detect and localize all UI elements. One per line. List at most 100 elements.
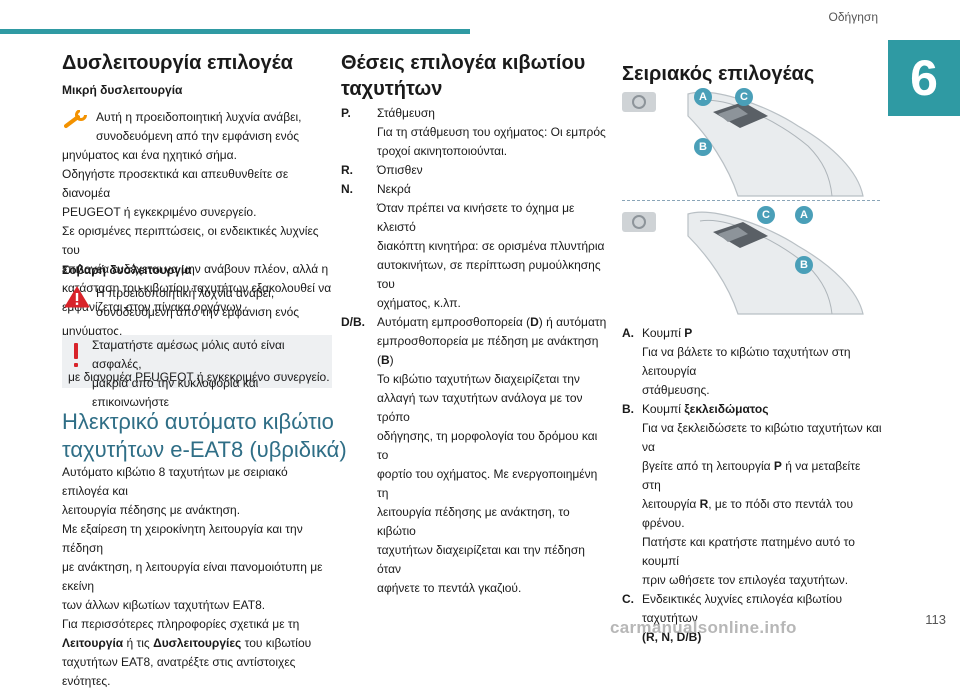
position-db-line-3: Το κιβώτιο ταχυτήτων διαχειρίζεται την	[377, 372, 580, 386]
position-r-line-1: Όπισθεν	[377, 163, 423, 177]
chapter-tab: 6	[888, 40, 960, 116]
major-fault-heading: Σοβαρή δυσλειτουργία	[62, 263, 192, 277]
selector-illustration-top	[618, 86, 880, 198]
position-db-line-7: λειτουργία πέδησης με ανάκτηση, το κιβώτ…	[377, 505, 570, 538]
col2-title-1: Θέσεις επιλογέα κιβωτίου	[341, 52, 586, 74]
minor-line-8: κατάσταση του κιβωτίου ταχυτήτων εξακολο…	[62, 281, 332, 295]
major-line-2: συνοδευόμενη από την εμφάνιση ενός	[96, 305, 300, 319]
warning-box	[62, 335, 332, 388]
col2-title-2: ταχυτήτων	[341, 78, 443, 100]
warning-line-3: με διανομέα PEUGEOT ή εγκεκριμένο συνεργ…	[68, 370, 330, 384]
wrench-icon	[64, 110, 88, 130]
position-n-key: N.	[341, 182, 353, 196]
legend-b-line-4: λειτουργία R, με το πόδι στο πεντάλ του …	[642, 495, 882, 533]
col3-title: Σειριακός επιλογέας	[622, 63, 815, 85]
position-n-line-5: οχήματος, κ.λπ.	[377, 296, 461, 310]
legend-c-key: C.	[622, 592, 634, 606]
db-l2b: B	[381, 353, 390, 367]
position-n: N. Νεκρά Όταν πρέπει να κινήσετε το όχημ…	[341, 180, 611, 313]
page-number: 113	[925, 612, 946, 627]
ehybrid-line-6: Για περισσότερες πληροφορίες σχετικά με …	[62, 617, 300, 631]
col1-title: Δυσλειτουργία επιλογέα	[62, 52, 293, 74]
legend-a-line-1: Κουμπί P	[642, 324, 882, 343]
position-p-line-1: Στάθμευση	[377, 106, 435, 120]
position-db-line-5: οδήγησης, τη μορφολογία του δρόμου και τ…	[377, 429, 598, 462]
position-db-line-6: φορτίο του οχήματος. Με ενεργοποιημένη τ…	[377, 467, 598, 500]
minor-line-5: PEUGEOT ή εγκεκριμένο συνεργείο.	[62, 205, 257, 219]
ehybrid-line-5: των άλλων κιβωτίων ταχυτήτων EAT8.	[62, 598, 266, 612]
legend-b: B. Κουμπί ξεκλειδώματος Για να ξεκλειδώσ…	[622, 400, 882, 590]
ref-end: του κιβωτίου	[241, 636, 312, 650]
db-l1a: Αυτόματη εμπροσθοπορεία (	[377, 315, 531, 329]
warning-line-2: μακριά από την κυκλοφορία και επικοινωνή…	[92, 376, 259, 409]
minor-line-6: Σε ορισμένες περιπτώσεις, οι ενδεικτικές…	[62, 224, 319, 257]
steering-icon-bottom	[622, 212, 656, 232]
legend-b-line-2: Για να ξεκλειδώσετε το κιβώτιο ταχυτήτων…	[642, 421, 882, 454]
db-l2a: εμπροσθοπορεία με πέδηση με ανάκτηση (	[377, 334, 599, 367]
illustration-divider	[622, 200, 880, 201]
position-db-line-1: Αυτόματη εμπροσθοπορεία (D) ή αυτόματη	[377, 313, 611, 332]
minor-line-4: Οδηγήστε προσεκτικά και απευθυνθείτε σε …	[62, 167, 289, 200]
legend-b-l3c: ή να μεταβείτε στη	[642, 459, 861, 492]
legend-a-line-3: στάθμευσης.	[642, 383, 710, 397]
minor-line-1: Αυτή η προειδοποιητική λυχνία ανάβει,	[96, 110, 302, 124]
legend-c-line-1: Ενδεικτικές λυχνίες επιλογέα κιβωτίου τα…	[642, 592, 843, 625]
major-line-3: μηνύματος.	[62, 324, 123, 338]
warning-line-1: Σταματήστε αμέσως μόλις αυτό είναι ασφαλ…	[92, 338, 285, 371]
position-db-line-9: αφήνετε το πεντάλ γκαζιού.	[377, 581, 522, 595]
minor-line-3: μηνύματος και ένα ηχητικό σήμα.	[62, 148, 237, 162]
db-l1c: ) ή αυτόματη	[538, 315, 607, 329]
position-db-line-4: αλλαγή των ταχυτήτων ανάλογα με τον τρόπ…	[377, 391, 583, 424]
legend-b-line-6: πριν ωθήσετε τον επιλογέα ταχυτήτων.	[642, 573, 849, 587]
callout-c-top: C	[735, 88, 753, 106]
exclamation-icon	[72, 343, 80, 369]
minor-line-2: συνοδευόμενη από την εμφάνιση ενός	[96, 129, 300, 143]
legend-b-line-3: βγείτε από τη λειτουργία P ή να μεταβείτ…	[642, 457, 882, 495]
ehybrid-last-line: ταχυτήτων EAT8, ανατρέξτε στις αντίστοιχ…	[62, 655, 296, 688]
db-l1b: D	[530, 315, 539, 329]
major-line-1: Η προειδοποιητική λυχνία ανάβει,	[96, 286, 275, 300]
minor-line-7: επιλογέα ενδέχεται να μην ανάβουν πλέον,…	[62, 262, 329, 276]
section-title: Οδήγηση	[828, 10, 878, 24]
position-n-line-2: Όταν πρέπει να κινήσετε το όχημα με κλει…	[377, 201, 575, 234]
legend-a-l1a: Κουμπί	[642, 326, 685, 340]
legend-a-key: A.	[622, 326, 634, 340]
header-accent-bar	[0, 29, 470, 34]
legend-a-l1b: P	[684, 326, 693, 340]
position-n-line-3: διακόπτη κινητήρα: σε ορισμένα πλυντήρια	[377, 239, 605, 253]
db-l2c: )	[389, 353, 394, 367]
legend-b-l1a: Κουμπί	[642, 402, 685, 416]
ref-mid: ή τις	[123, 636, 154, 650]
callout-c-bottom: C	[757, 206, 775, 224]
legend-b-line-1: Κουμπί ξεκλειδώματος	[642, 400, 882, 419]
ref-faults: Δυσλειτουργίες	[153, 636, 242, 650]
position-p-line-3: τροχοί ακινητοποιούνται.	[377, 144, 508, 158]
position-db-line-2: εμπροσθοπορεία με πέδηση με ανάκτηση (B)	[377, 332, 611, 370]
ehybrid-line-2: λειτουργία πέδησης με ανάκτηση.	[62, 503, 241, 517]
legend-b-l4a: λειτουργία	[642, 497, 700, 511]
ehybrid-title-2: ταχυτήτων e-EAT8 (υβριδικά)	[62, 437, 347, 462]
legend-c: C. Ενδεικτικές λυχνίες επιλογέα κιβωτίου…	[622, 590, 882, 647]
position-p-line-2: Για τη στάθμευση του οχήματος: Οι εμπρός	[377, 125, 606, 139]
legend-b-l4c: , με το πόδι στο πεντάλ του φρένου.	[642, 497, 854, 530]
ehybrid-title-1: Ηλεκτρικό αυτόματο κιβώτιο	[62, 409, 334, 434]
position-n-line-4: αυτοκινήτων, σε περίπτωση ρυμούλκησης το…	[377, 258, 601, 291]
legend-a: A. Κουμπί P Για να βάλετε το κιβώτιο ταχ…	[622, 324, 882, 400]
legend-a-line-2: Για να βάλετε το κιβώτιο ταχυτήτων στη λ…	[642, 345, 851, 378]
position-p: P. Στάθμευση Για τη στάθμευση του οχήματ…	[341, 104, 611, 161]
legend-b-key: B.	[622, 402, 634, 416]
position-p-key: P.	[341, 106, 351, 120]
position-n-line-1: Νεκρά	[377, 182, 411, 196]
legend-b-line-5: Πατήστε και κρατήστε πατημένο αυτό το κο…	[642, 535, 855, 568]
minor-fault-heading: Μικρή δυσλειτουργία	[62, 83, 183, 97]
callout-b-bottom: B	[795, 256, 813, 274]
position-r-key: R.	[341, 163, 353, 177]
legend-b-l1b: ξεκλειδώματος	[684, 402, 769, 416]
legend-b-l3a: βγείτε από τη λειτουργία	[642, 459, 774, 473]
legend-b-l3b: P	[773, 459, 782, 473]
watermark: carmanualsonline.info	[610, 618, 797, 637]
ehybrid-line-1: Αυτόματο κιβώτιο 8 ταχυτήτων με σειριακό…	[62, 465, 288, 498]
legend-b-l4b: R	[699, 497, 709, 511]
ref-operation: Λειτουργία	[62, 636, 124, 650]
steering-icon-top	[622, 92, 656, 112]
